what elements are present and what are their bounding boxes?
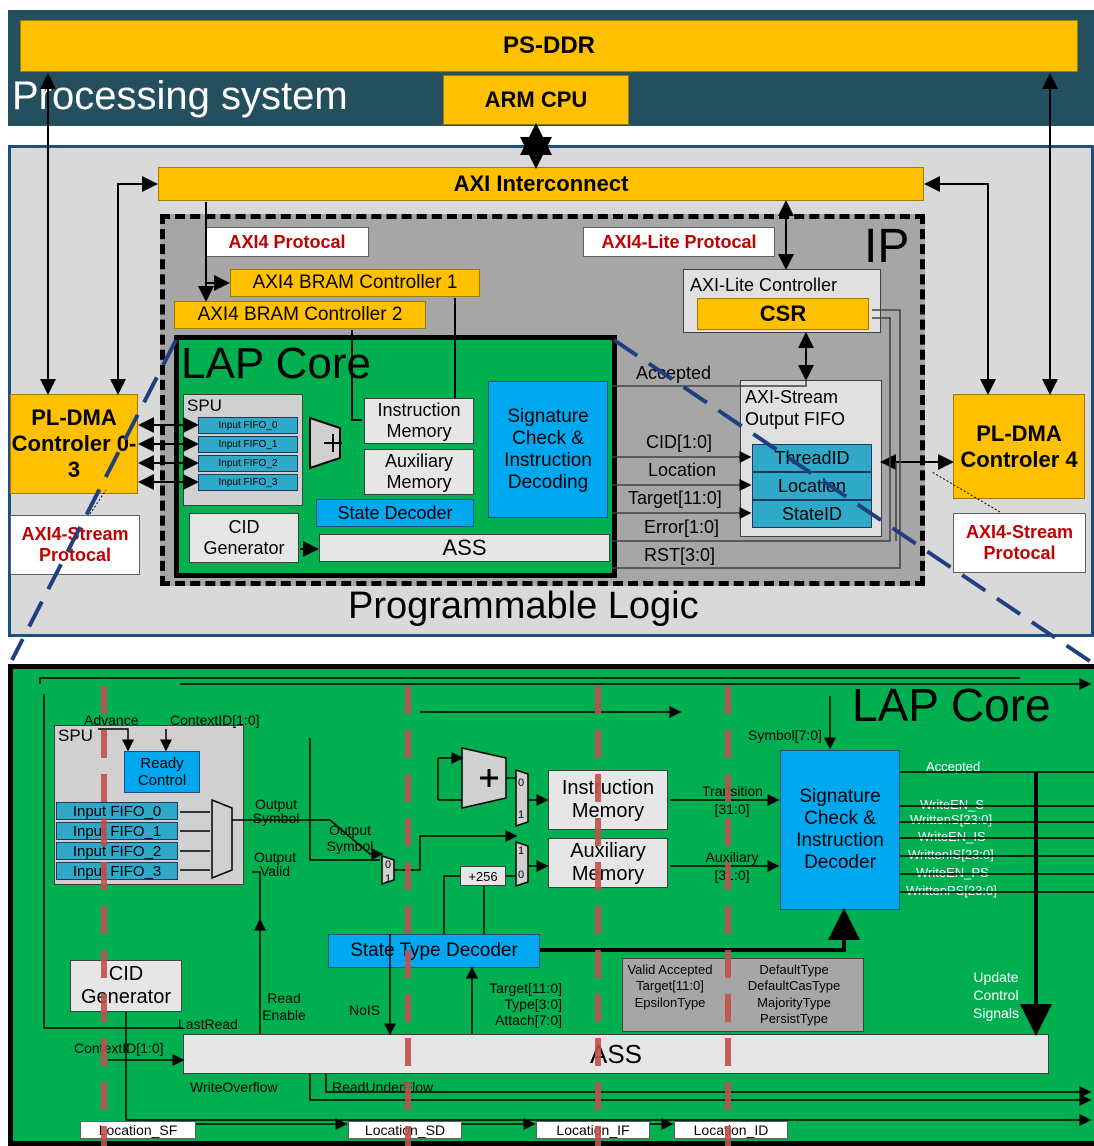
fifo-detail-0: Input FIFO_0 <box>56 802 178 820</box>
output-valid-label: Output Valid <box>253 849 297 879</box>
bram-controller-2: AXI4 BRAM Controller 2 <box>174 301 426 329</box>
csr-block: CSR <box>697 298 869 330</box>
axi4-protocol-label: AXI4 Protocal <box>205 227 369 257</box>
read-enable-label: Read Enable <box>262 990 306 1023</box>
out-written-ps: WrittenPS[23:0] <box>906 883 997 898</box>
axi-lite-controller-label: AXI-Lite Controller <box>690 275 838 295</box>
type-signals-box <box>622 958 864 1032</box>
cid-signal-label: CID[1:0] <box>646 432 713 452</box>
fifo-small-2: Input FIFO_2 <box>198 455 298 472</box>
state-type-decoder: State Type Decoder <box>328 934 540 968</box>
mux-bit-1-c: 1 <box>518 845 524 857</box>
auxiliary-memory-small: Auxiliary Memory <box>364 449 474 495</box>
axi4-stream-right: AXI4-Stream Protocal <box>953 513 1086 573</box>
ip-label: IP <box>864 220 910 273</box>
bram-controller-1: AXI4 BRAM Controller 1 <box>230 269 480 297</box>
transition-label: Transition [31:0] <box>702 783 763 818</box>
types-left-label: Valid Accepted Target[11:0] EpsilonType <box>627 962 713 1010</box>
rst-signal-label: RST[3:0] <box>644 545 716 565</box>
out-accepted: Accepted <box>926 759 981 774</box>
location-signal-label: Location <box>648 460 717 480</box>
write-overflow-label: WriteOverflow <box>190 1079 278 1095</box>
instruction-memory-small: Instruction Memory <box>364 398 474 444</box>
lap-core-detail-title: LAP Core <box>852 679 1051 731</box>
auxiliary-memory-detail: Auxiliary Memory <box>548 838 668 888</box>
mux-bit-0-c: 0 <box>518 869 524 881</box>
ass-small: ASS <box>319 534 610 562</box>
auxiliary-signal-label: Auxiliary [31:0] <box>705 849 759 884</box>
mux-bit-1-a: 1 <box>385 873 391 885</box>
context-id-top-label: ContextID[1:0] <box>170 712 260 728</box>
mux-bit-1-b: 1 <box>518 809 524 821</box>
cid-generator-detail: CID Generator <box>70 960 182 1012</box>
error-signal-label: Error[1:0] <box>644 517 720 537</box>
fifo-detail-3: Input FIFO_3 <box>56 862 178 880</box>
spu-small-label: SPU <box>187 396 222 415</box>
arm-cpu-block: ARM CPU <box>443 75 629 125</box>
target-signal-label: Target[11:0] <box>628 488 722 508</box>
location-slot: Location <box>752 472 872 500</box>
out-write-en-s: WriteEN_S <box>920 797 985 812</box>
mux-bit-0-a: 0 <box>385 859 391 871</box>
plus-256-block: +256 <box>460 866 506 886</box>
state-id-slot: StateID <box>752 500 872 528</box>
ready-control-block: Ready Control <box>124 751 200 793</box>
out-write-en-is: WriteEN_IS <box>918 829 986 844</box>
out-written-is: WrittenIS[23:0] <box>908 847 994 862</box>
last-read-label: LastRead <box>178 1016 238 1032</box>
output-symbol-b-label: Output Symbol <box>326 822 374 855</box>
lap-core-small-title: LAP Core <box>181 339 371 388</box>
symbol-label: Symbol[7:0] <box>748 727 822 743</box>
pl-dma-right: PL-DMA Controler 4 <box>953 394 1085 499</box>
axi-stream-output-fifo-label: AXI-Stream Output FIFO <box>745 387 846 429</box>
programmable-logic-label: Programmable Logic <box>348 585 699 627</box>
advance-label: Advance <box>84 712 139 728</box>
mux-bit-0-b: 0 <box>518 777 524 789</box>
state-decoder-small: State Decoder <box>316 499 474 527</box>
output-symbol-a-label: Output Symbol <box>252 796 300 826</box>
context-id-bottom-label: ContextID[1:0] <box>74 1040 164 1056</box>
instruction-memory-detail: Instruction Memory <box>548 770 668 830</box>
types-right-label: DefaultType DefaultCasType MajorityType … <box>747 962 841 1026</box>
location-sf-box: Location_SF <box>80 1121 196 1139</box>
signature-check-small: Signature Check & Instruction Decoding <box>488 381 608 518</box>
axi-interconnect-block: AXI Interconnect <box>158 167 924 201</box>
location-if-box: Location_IF <box>536 1121 650 1139</box>
cid-generator-small: CID Generator <box>189 513 299 563</box>
processing-system-label: Processing system <box>12 74 348 118</box>
nois-label: NoIS <box>349 1002 381 1018</box>
axi4-lite-protocol-label: AXI4-Lite Protocal <box>583 227 775 257</box>
fifo-detail-2: Input FIFO_2 <box>56 842 178 860</box>
update-control-label: Update Control Signals <box>973 969 1019 1022</box>
fifo-small-1: Input FIFO_1 <box>198 436 298 453</box>
fifo-detail-1: Input FIFO_1 <box>56 822 178 840</box>
spu-detail-label: SPU <box>58 726 93 745</box>
thread-id-slot: ThreadID <box>752 444 872 472</box>
signature-check-decoder: Signature Check & Instruction Decoder <box>780 750 900 910</box>
ps-ddr-block: PS-DDR <box>20 20 1078 72</box>
out-write-en-ps: WriteEN_PS <box>916 865 989 880</box>
target-type-attach-label: Target[11:0] Type[3:0] Attach[7:0] <box>489 980 562 1029</box>
ass-detail: ASS <box>183 1034 1049 1074</box>
pl-dma-left: PL-DMA Controler 0-3 <box>10 394 138 494</box>
